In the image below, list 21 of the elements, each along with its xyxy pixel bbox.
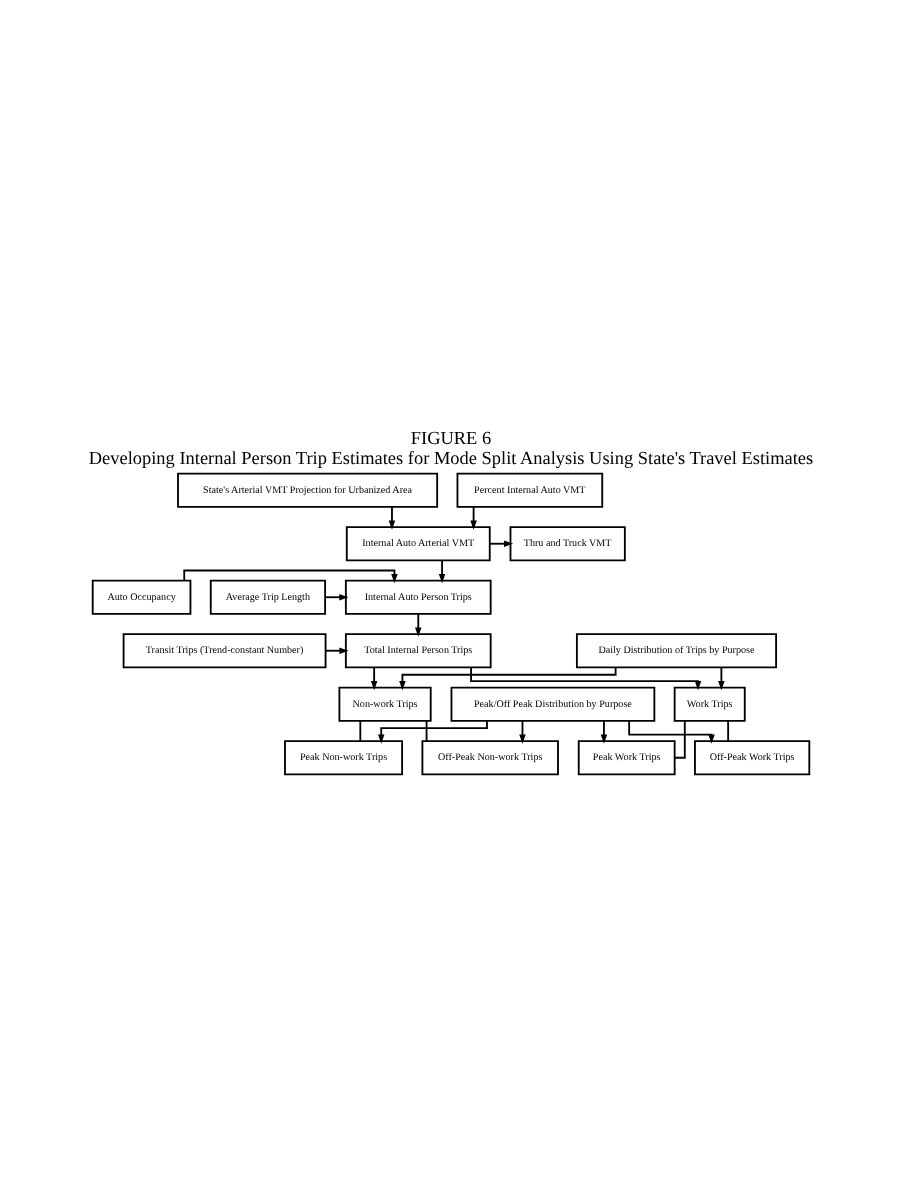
arrow: [628, 718, 715, 743]
arrow: [470, 504, 477, 529]
arrow: [388, 504, 396, 529]
connector: [425, 718, 428, 741]
arrow: [399, 665, 617, 690]
connector: [673, 718, 686, 758]
arrow: [415, 611, 422, 636]
arrow: [600, 718, 608, 743]
connector: [359, 718, 362, 741]
arrow: [438, 558, 446, 583]
arrow: [370, 665, 378, 690]
diagram-title: Developing Internal Person Trip Estimates for Mode Split Analysis Using State's Travel Estimates: [88, 447, 814, 468]
arrow: [324, 646, 349, 653]
arrow: [183, 568, 398, 583]
connector: [727, 718, 730, 741]
arrow: [470, 665, 702, 690]
arrow: [488, 539, 514, 546]
label: FIGURE 6: [410, 427, 492, 448]
arrow: [377, 718, 488, 743]
arrow: [324, 593, 349, 600]
arrow: [718, 665, 725, 690]
